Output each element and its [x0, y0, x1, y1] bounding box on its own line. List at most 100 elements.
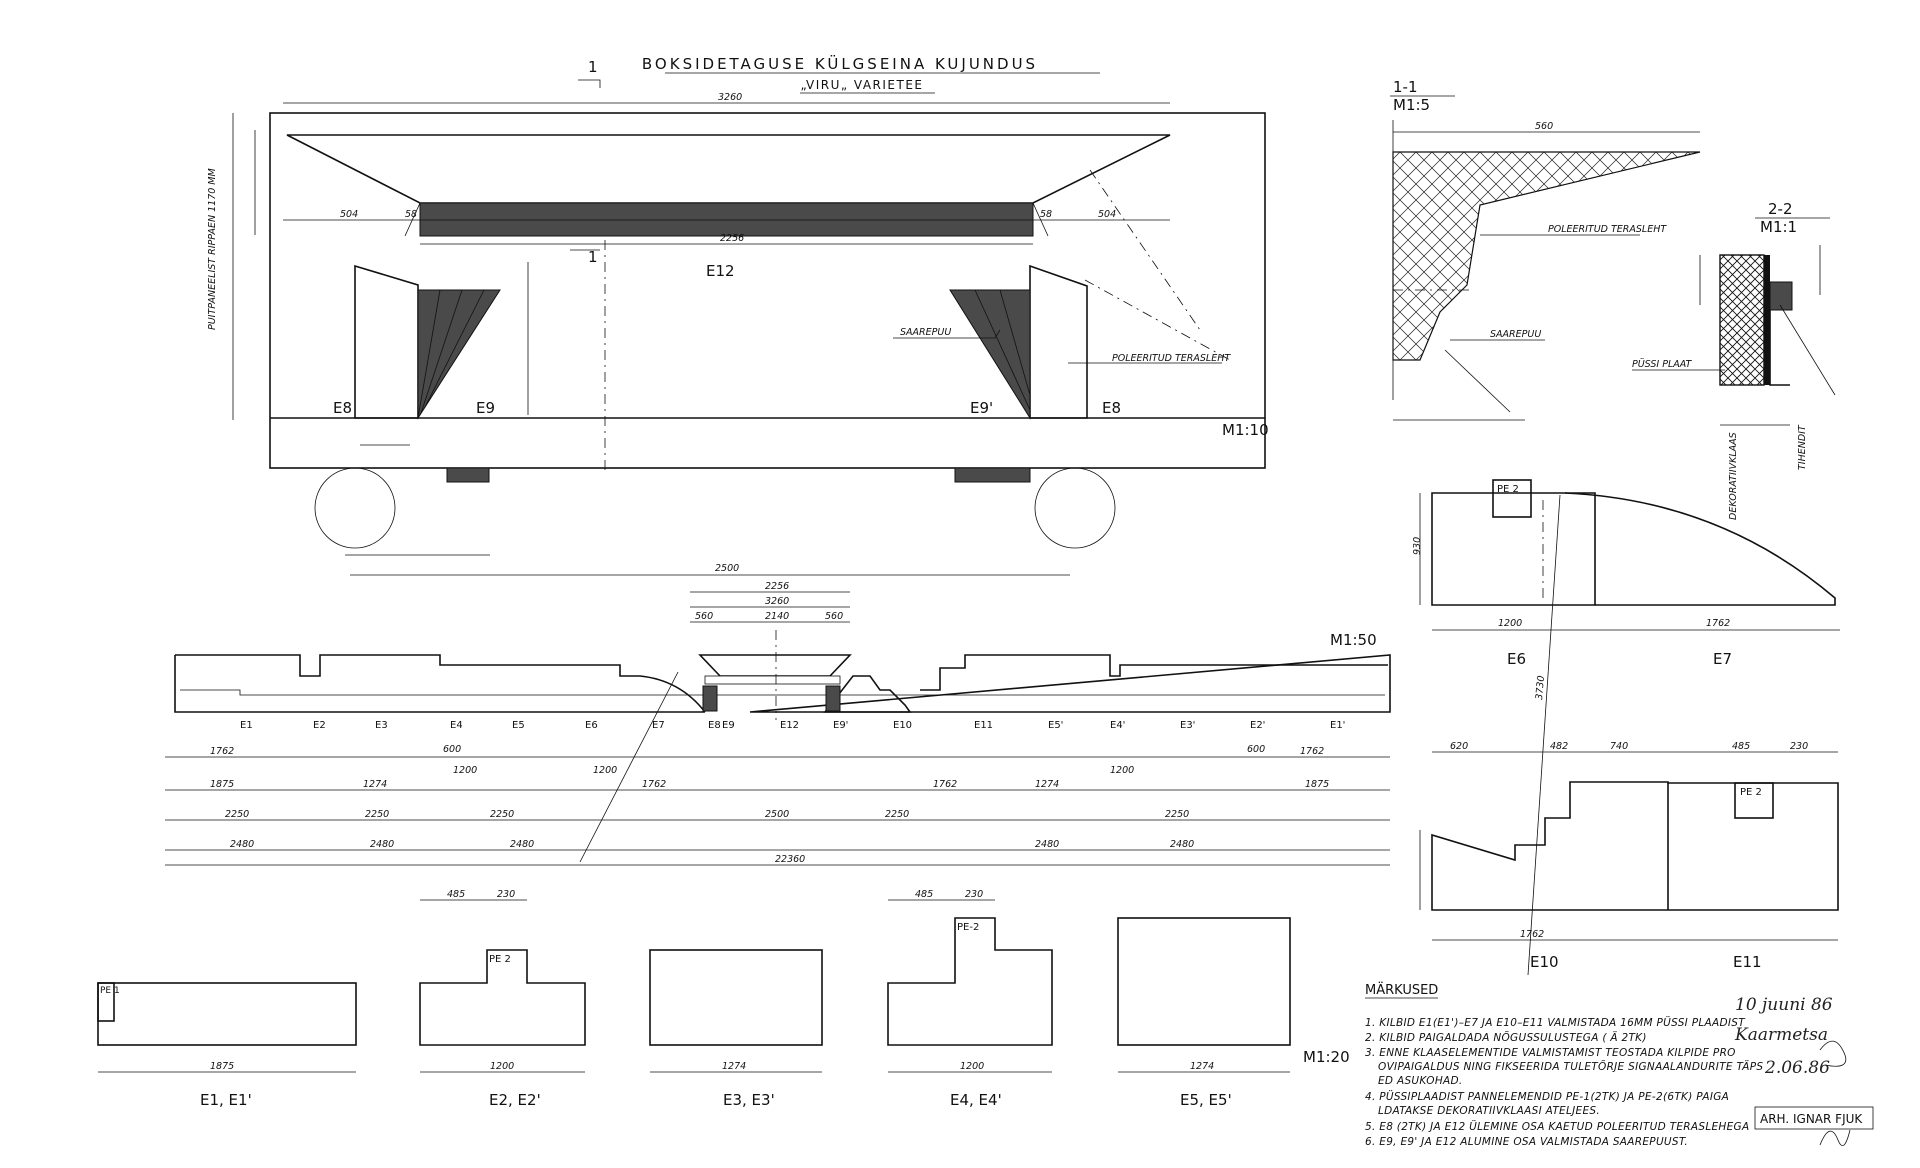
dim-740-e10: 740 [1610, 741, 1628, 752]
main-elevation: 1 3260 2256 504 58 58 504 2500 PUITPANEE… [207, 92, 1269, 576]
wood-panel-label: PUITPANEELIST RIPPAEN 1170 MM [207, 168, 218, 330]
dim-2250-a: 2250 [225, 809, 249, 820]
dim-2250-e: 2250 [1165, 809, 1189, 820]
e9b-wood-bracket [949, 289, 1031, 420]
notes-block: MÄRKUSED 1. KILBID E1(E1')–E7 JA E10–E11… [1365, 982, 1874, 1148]
dim-1274-right: 1274 [1035, 779, 1059, 790]
section-1-1-scale: M1:5 [1393, 96, 1430, 114]
dim-485-e2: 485 [447, 889, 465, 900]
dim-2480-c: 2480 [510, 839, 534, 850]
dim-2500-chain: 2500 [765, 809, 789, 820]
section-marker-mid: 1 [588, 248, 598, 266]
section-1-1-steel: POLEERITUD TERASLEHT [1548, 224, 1667, 235]
label-e3: E3, E3' [723, 1091, 775, 1109]
dim-2480-a: 2480 [230, 839, 254, 850]
plate-label: PÜSSI PLAAT [1632, 359, 1693, 370]
pe2-label-e2: PE 2 [489, 954, 511, 965]
section-1-1-profile [1392, 151, 1701, 361]
strip-label: E3' [1180, 720, 1195, 731]
dim-930-e6: 930 [1412, 537, 1423, 555]
label-e8-left: E8 [333, 399, 352, 417]
dim-1762-chain-left: 1762 [210, 746, 234, 757]
dim-1762-e7: 1762 [1706, 618, 1730, 629]
dim-1875-right: 1875 [1305, 779, 1329, 790]
e9-wood-bracket [417, 289, 501, 420]
strip-label: E4 [450, 720, 463, 731]
dim-2480-d: 2480 [1035, 839, 1059, 850]
dim-560-right-long: 560 [825, 611, 843, 622]
label-e2: E2, E2' [489, 1091, 541, 1109]
part-e5 [1117, 917, 1291, 1046]
pe2-label-e6: PE 2 [1497, 484, 1519, 495]
strip-label: E3 [375, 720, 388, 731]
section-1-1-label: 1-1 [1393, 78, 1418, 96]
material-wood-label: SAAREPUU [900, 327, 951, 338]
label-e9: E9 [476, 399, 495, 417]
dim-1200-b: 1200 [593, 765, 617, 776]
strip-label: E5 [512, 720, 525, 731]
parts-row: PE 1 1875 E1, E1' PE 2 485 230 1200 E2, … [97, 889, 1350, 1109]
dim-600-a: 600 [443, 744, 461, 755]
dim-485-e4: 485 [915, 889, 933, 900]
strip-label: E1' [1330, 720, 1345, 731]
dim-504-left: 504 [340, 209, 358, 220]
section-2-2-scale: M1:1 [1760, 218, 1797, 236]
dim-58-right: 58 [1040, 209, 1052, 220]
dim-1875-e1: 1875 [210, 1061, 234, 1072]
pe1-label: PE 1 [100, 986, 120, 996]
dim-2250-b: 2250 [365, 809, 389, 820]
strip-label: E11 [974, 720, 993, 731]
signature [1819, 1040, 1847, 1067]
part-e4 [887, 917, 1053, 1046]
pe2-label-e4: PE-2 [957, 922, 979, 933]
label-e9b: E9' [970, 399, 993, 417]
note-1: 1. KILBID E1(E1')–E7 JA E10–E11 VALMISTA… [1365, 1016, 1746, 1029]
dim-1274-left: 1274 [363, 779, 387, 790]
strip-label: E5' [1048, 720, 1063, 731]
dim-1274-e3: 1274 [722, 1061, 746, 1072]
label-e6: E6 [1507, 650, 1526, 668]
dim-2250-d: 2250 [885, 809, 909, 820]
strip-label: E4' [1110, 720, 1125, 731]
dim-2256-long: 2256 [765, 581, 789, 592]
note-4: 4. PÜSSIPLAADIST PANNELEMENDID PE-1(2TK)… [1365, 1090, 1733, 1117]
dim-230-e11: 230 [1790, 741, 1808, 752]
title-block: BOKSIDETAGUSE KÜLGSEINA KUJUNDUS „VIRU„ … [578, 54, 1100, 94]
e12-wood-band [419, 202, 1034, 237]
dim-230-e2: 230 [497, 889, 515, 900]
dim-3730: 3730 [1534, 675, 1547, 700]
note-5: 5. E8 (2TK) JA E12 ÜLEMINE OSA KAETUD PO… [1365, 1120, 1749, 1133]
section-1-1-wood: SAAREPUU [1490, 329, 1541, 340]
strip-label: E9 [722, 720, 735, 731]
e10-e11-panel: PE 2 620 482 740 485 230 1762 E10 E11 37… [1419, 494, 1839, 976]
dim-3260-long: 3260 [765, 596, 789, 607]
strip-label: E8 [708, 720, 721, 731]
scale-main: M1:10 [1222, 421, 1269, 439]
part-e3 [649, 949, 823, 1046]
note-3: 3. ENNE KLAASELEMENTIDE VALMISTAMIST TEO… [1365, 1047, 1767, 1087]
strip-label: E7 [652, 720, 665, 731]
part-e1 [97, 982, 357, 1046]
dim-1762-chain-right: 1762 [1300, 746, 1324, 757]
dim-2480-b: 2480 [370, 839, 394, 850]
dim-1762-mid-right: 1762 [933, 779, 957, 790]
dim-485-e11: 485 [1732, 741, 1750, 752]
section-2-2-label: 2-2 [1768, 200, 1793, 218]
dim-1762-e10: 1762 [1520, 929, 1544, 940]
dim-58-left: 58 [405, 209, 417, 220]
label-e1: E1, E1' [200, 1091, 252, 1109]
section-2-2: 2-2 M1:1 PÜSSI PLAAT DEKORATIIVKLAAS TIH… [1632, 200, 1836, 520]
sealant-label: TIHENDIT [1797, 424, 1808, 470]
deco-glass-label: DEKORATIIVKLAAS [1728, 432, 1739, 520]
label-e4: E4, E4' [950, 1091, 1002, 1109]
dim-504-right: 504 [1098, 209, 1116, 220]
strip-label: E2 [313, 720, 326, 731]
part-e2 [419, 949, 586, 1046]
dim-560-left-long: 560 [695, 611, 713, 622]
drawing-subtitle: „VIRU„ VARIETEE [800, 78, 923, 92]
dim-560: 560 [1535, 121, 1553, 132]
pe2-label-e11: PE 2 [1740, 787, 1762, 798]
